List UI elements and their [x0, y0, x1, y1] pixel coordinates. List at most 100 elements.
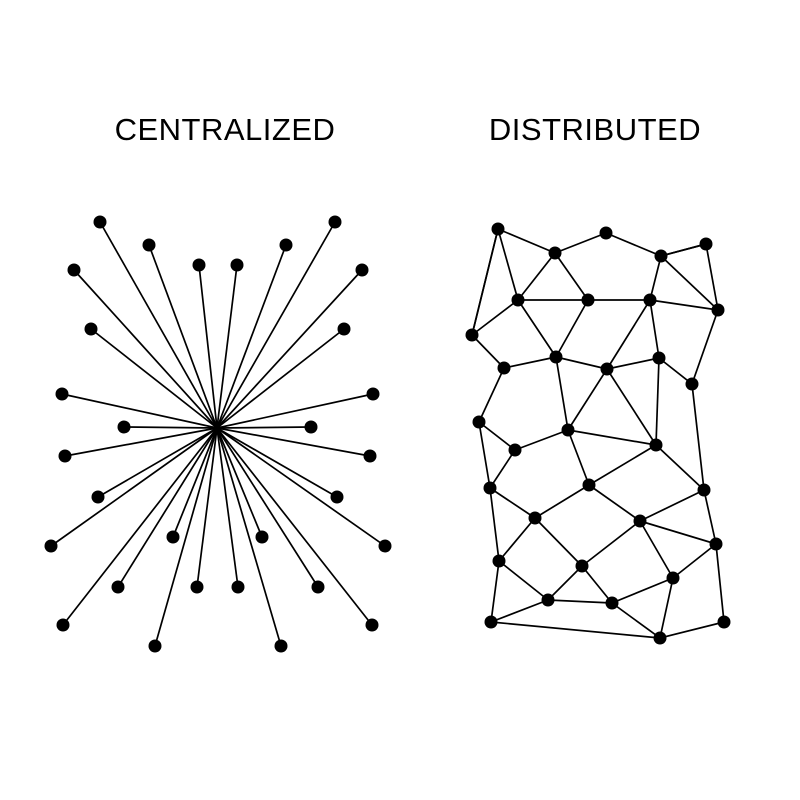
mesh-link [554, 252, 589, 301]
mesh-node [472, 415, 486, 429]
mesh-node [709, 537, 723, 551]
spoke-link [154, 427, 218, 647]
centralized-network [44, 215, 392, 653]
peripheral-node [166, 530, 180, 544]
peripheral-node [304, 420, 318, 434]
mesh-node [649, 438, 663, 452]
mesh-node [699, 237, 713, 251]
peripheral-node [84, 322, 98, 336]
peripheral-node [363, 449, 377, 463]
peripheral-node [111, 580, 125, 594]
spoke-link [216, 427, 386, 547]
distributed-network [465, 222, 731, 645]
spoke-link [62, 427, 218, 626]
spoke-link [99, 221, 218, 429]
peripheral-node [91, 490, 105, 504]
mesh-link [489, 487, 536, 519]
mesh-node [528, 511, 542, 525]
mesh-link [555, 299, 589, 358]
spoke-link [216, 426, 312, 429]
mesh-node [511, 293, 525, 307]
mesh-link [649, 299, 660, 359]
mesh-node [465, 328, 479, 342]
peripheral-node [55, 387, 69, 401]
mesh-link [555, 356, 569, 431]
spoke-link [216, 393, 374, 429]
mesh-link [691, 383, 705, 491]
mesh-link [581, 565, 613, 604]
mesh-link [478, 421, 516, 451]
mesh-link [588, 444, 657, 486]
peripheral-node [378, 539, 392, 553]
mesh-link [672, 543, 717, 579]
spoke-link [216, 427, 282, 647]
mesh-node [561, 423, 575, 437]
mesh-node [643, 293, 657, 307]
spoke-link [216, 244, 287, 429]
mesh-link [503, 356, 557, 369]
mesh-link [478, 367, 505, 423]
mesh-link [567, 368, 608, 431]
mesh-link [655, 444, 705, 491]
mesh-link [497, 228, 519, 301]
mesh-link [639, 520, 674, 579]
peripheral-node [274, 639, 288, 653]
spoke-link [216, 427, 319, 588]
mesh-link [498, 560, 549, 601]
mesh-node [508, 443, 522, 457]
peripheral-node [142, 238, 156, 252]
mesh-node [581, 293, 595, 307]
spoke-link [50, 427, 218, 547]
spoke-link [148, 244, 218, 429]
mesh-node [484, 615, 498, 629]
spoke-link [117, 427, 218, 588]
mesh-link [514, 429, 569, 451]
mesh-node [541, 593, 555, 607]
mesh-link [478, 421, 491, 489]
mesh-link [715, 543, 725, 623]
mesh-link [658, 357, 693, 385]
mesh-link [581, 520, 641, 567]
peripheral-node [67, 263, 81, 277]
spoke-link [64, 427, 218, 457]
mesh-link [639, 489, 705, 522]
peripheral-node [58, 449, 72, 463]
mesh-node [548, 246, 562, 260]
peripheral-node [56, 618, 70, 632]
centralized-title: CENTRALIZED [114, 112, 336, 147]
spoke-link [216, 427, 371, 457]
spoke-link [172, 427, 218, 538]
spoke-link [216, 427, 338, 498]
mesh-link [588, 484, 641, 522]
distributed-title: DISTRIBUTED [488, 112, 702, 147]
peripheral-node [117, 420, 131, 434]
mesh-node [717, 615, 731, 629]
mesh-link [517, 299, 557, 358]
mesh-node [492, 554, 506, 568]
peripheral-node [148, 639, 162, 653]
peripheral-node [93, 215, 107, 229]
mesh-link [489, 487, 500, 562]
peripheral-node [311, 580, 325, 594]
peripheral-node [230, 258, 244, 272]
spoke-link [216, 221, 336, 429]
spoke-link [216, 427, 263, 538]
peripheral-node [366, 387, 380, 401]
spoke-link [216, 427, 373, 626]
mesh-link [490, 621, 661, 639]
mesh-link [490, 599, 549, 623]
peripheral-node [192, 258, 206, 272]
mesh-link [490, 560, 500, 623]
spoke-link [73, 269, 218, 429]
mesh-link [660, 255, 719, 311]
mesh-link [639, 520, 717, 545]
mesh-link [471, 228, 499, 336]
mesh-link [534, 517, 583, 567]
mesh-link [659, 621, 725, 639]
mesh-link [691, 309, 719, 385]
peripheral-node [328, 215, 342, 229]
spoke-link [216, 328, 345, 429]
mesh-node [697, 483, 711, 497]
peripheral-node [279, 238, 293, 252]
mesh-link [606, 299, 651, 370]
